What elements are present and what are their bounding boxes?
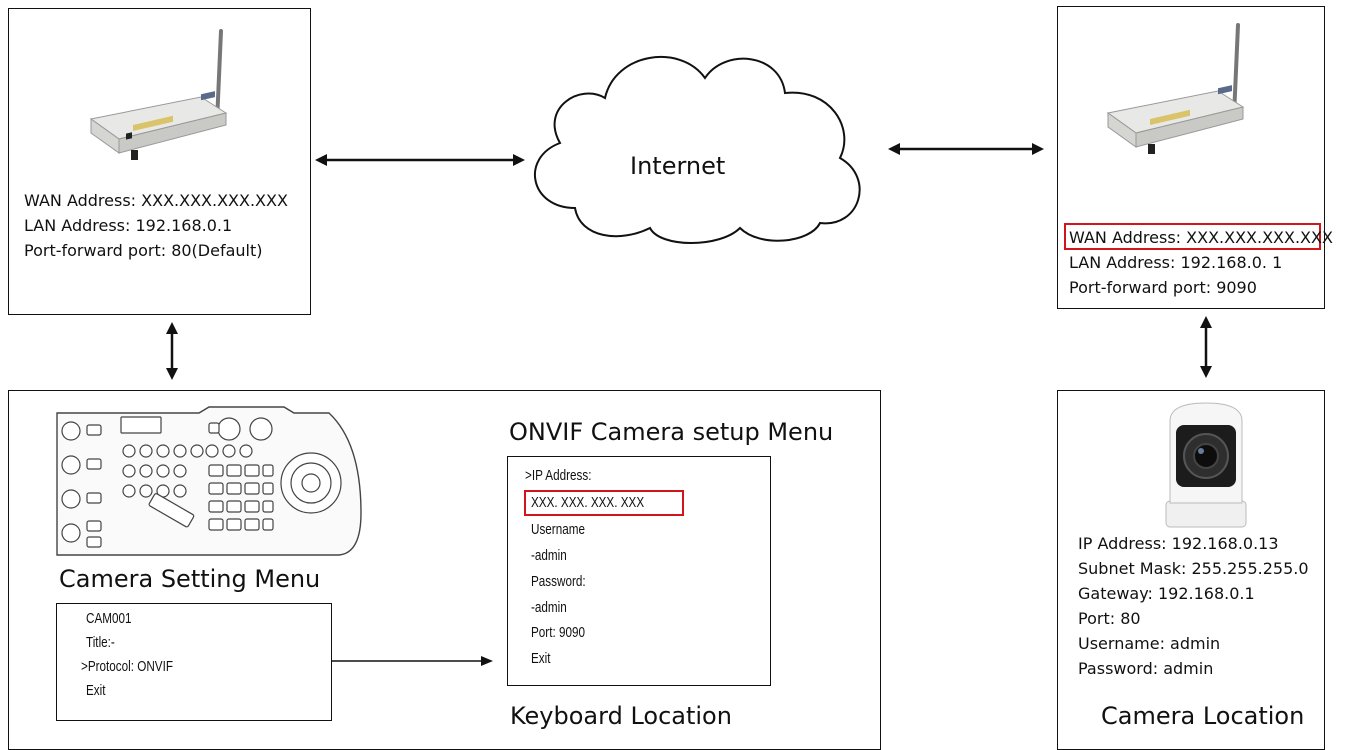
camera-username: Username: admin (1078, 634, 1221, 653)
arrow-protocol-to-onvif (331, 656, 493, 666)
right-router-port: Port-forward port: 9090 (1069, 278, 1257, 297)
ip-highlight-box (524, 490, 684, 516)
left-router-box: WAN Address: XXX.XXX.XXX.XXX LAN Address… (8, 8, 311, 315)
internet-cloud-icon (533, 56, 861, 244)
menu-item-cam: CAM001 (86, 610, 132, 627)
camera-location-box: IP Address: 192.168.0.13 Subnet Mask: 25… (1057, 390, 1325, 750)
camera-setting-menu-panel: CAM001 Title:- >Protocol: ONVIF Exit (56, 603, 332, 721)
arrow-cloud-right-router (888, 143, 1044, 155)
menu-item-title: Title:- (86, 634, 115, 651)
arrow-right-router-camera (1200, 316, 1212, 378)
arrow-left-router-keyboard (166, 322, 178, 380)
onvif-exit: Exit (531, 650, 551, 667)
keyboard-location-caption: Keyboard Location (510, 702, 732, 730)
onvif-menu-title: ONVIF Camera setup Menu (509, 418, 834, 446)
wan-highlight-box (1064, 223, 1321, 250)
right-router-box: WAN Address: XXX.XXX.XXX.XXX LAN Address… (1057, 6, 1333, 309)
camera-port: Port: 80 (1078, 609, 1141, 628)
onvif-ip-value: XXX. XXX. XXX. XXX (531, 494, 645, 511)
ptz-keyboard-controller-icon (56, 406, 362, 556)
onvif-menu-panel: >IP Address: XXX. XXX. XXX. XXX Username… (507, 456, 771, 686)
arrow-left-router-cloud (315, 154, 525, 166)
menu-item-protocol: >Protocol: ONVIF (81, 658, 174, 675)
router-icon (89, 29, 228, 160)
onvif-username-value: -admin (531, 547, 567, 564)
internet-label: Internet (630, 152, 726, 180)
camera-gateway: Gateway: 192.168.0.1 (1078, 584, 1255, 603)
camera-setting-menu-title: Camera Setting Menu (59, 565, 321, 593)
onvif-password-value: -admin (531, 599, 567, 616)
onvif-username-label: Username (531, 521, 585, 538)
ptz-camera-icon (1165, 402, 1247, 528)
keyboard-location-box: Camera Setting Menu CAM001 Title:- >Prot… (8, 390, 881, 750)
right-router-lan: LAN Address: 192.168.0. 1 (1069, 253, 1283, 272)
left-router-port: Port-forward port: 80(Default) (24, 241, 263, 260)
menu-item-exit: Exit (86, 682, 106, 699)
left-router-wan: WAN Address: XXX.XXX.XXX.XXX (24, 191, 288, 210)
router-icon (1106, 23, 1245, 154)
onvif-port: Port: 9090 (531, 624, 585, 641)
left-router-lan: LAN Address: 192.168.0.1 (24, 216, 233, 235)
camera-password: Password: admin (1078, 659, 1214, 678)
right-router-wan: WAN Address: XXX.XXX.XXX.XXX (1069, 228, 1333, 247)
onvif-password-label: Password: (531, 573, 586, 590)
camera-location-caption: Camera Location (1101, 702, 1305, 730)
camera-subnet: Subnet Mask: 255.255.255.0 (1078, 559, 1309, 578)
onvif-ip-label: >IP Address: (525, 467, 592, 484)
camera-ip: IP Address: 192.168.0.13 (1078, 534, 1279, 553)
